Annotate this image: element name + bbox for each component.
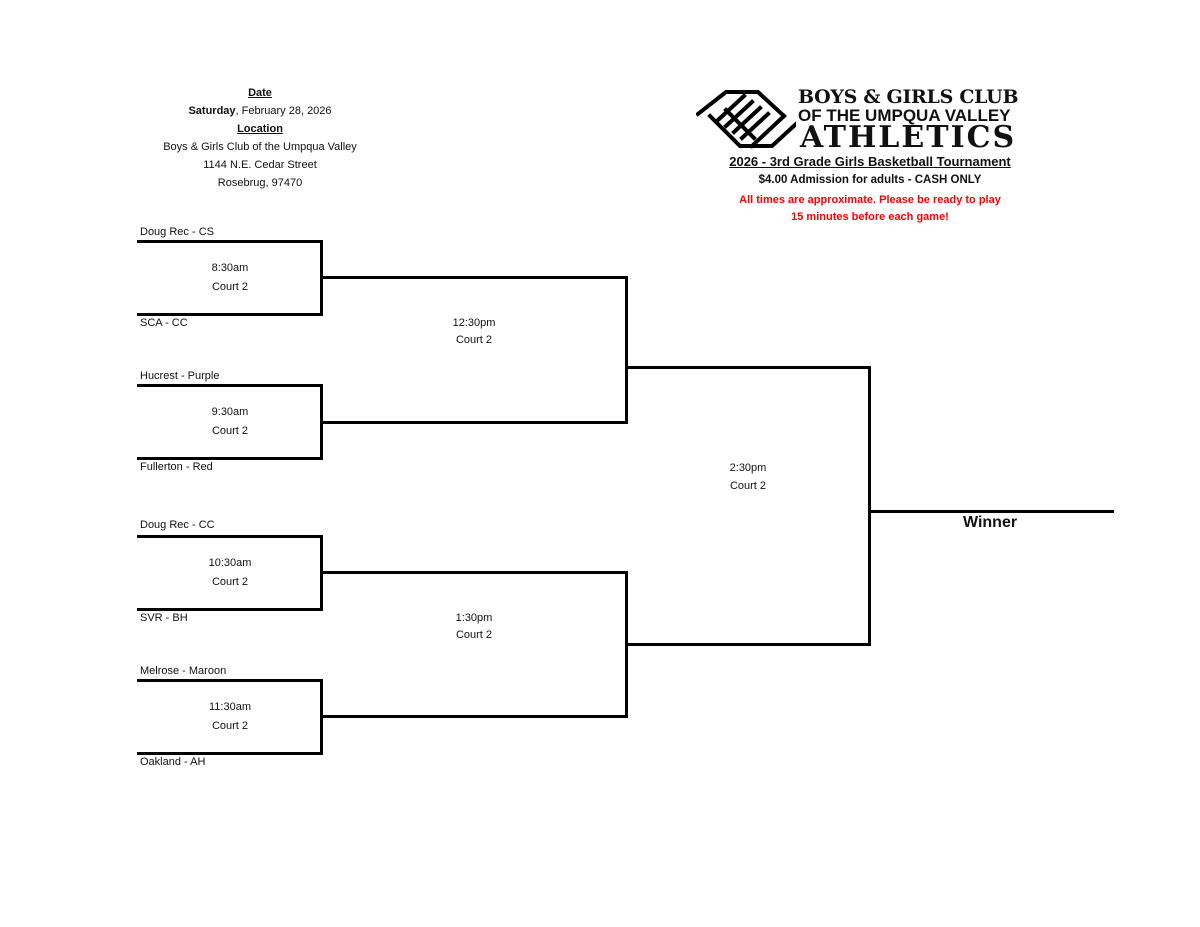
bracket-line bbox=[137, 457, 323, 460]
event-info: Date Saturday, February 28, 2026 Locatio… bbox=[140, 84, 380, 192]
event-day: Saturday bbox=[188, 105, 236, 117]
game-court: Court 2 bbox=[211, 425, 249, 437]
team-name: Fullerton - Red bbox=[140, 461, 213, 473]
team-name: Hucrest - Purple bbox=[140, 370, 220, 382]
venue-name: Boys & Girls Club of the Umpqua Valley bbox=[163, 141, 357, 153]
bracket-line bbox=[137, 608, 323, 611]
event-date-text: , February 28, 2026 bbox=[235, 105, 332, 117]
time-notice: All times are approximate. Please be rea… bbox=[680, 192, 1060, 226]
team-name: Doug Rec - CS bbox=[140, 226, 214, 238]
bracket-line bbox=[625, 276, 628, 424]
bracket-line bbox=[137, 535, 323, 538]
logo-line-2: OF THE UMPQUA VALLEY bbox=[798, 106, 1011, 125]
game-court: Court 2 bbox=[211, 281, 249, 293]
game-time: 1:30pm bbox=[455, 612, 493, 624]
bracket-line bbox=[137, 384, 323, 387]
tournament-title: 2026 - 3rd Grade Girls Basketball Tourna… bbox=[729, 154, 1011, 169]
game-info: 11:30am Court 2 bbox=[170, 698, 290, 736]
location-label: Location bbox=[237, 123, 283, 135]
bracket-line bbox=[868, 366, 871, 646]
team-name: Melrose - Maroon bbox=[140, 665, 227, 677]
logo-line-3: ATHLETICS bbox=[800, 120, 1017, 155]
game-time: 10:30am bbox=[208, 557, 252, 569]
admission-info: $4.00 Admission for adults - CASH ONLY bbox=[758, 174, 982, 186]
team-name: Doug Rec - CC bbox=[140, 519, 215, 531]
venue-street: 1144 N.E. Cedar Street bbox=[203, 159, 317, 171]
game-time: 9:30am bbox=[211, 406, 249, 418]
bracket-line bbox=[320, 421, 628, 424]
game-info: 12:30pm Court 2 bbox=[414, 315, 534, 349]
date-label: Date bbox=[248, 87, 272, 99]
bracket-line bbox=[320, 276, 628, 279]
bracket-line bbox=[137, 752, 323, 755]
winner-label: Winner bbox=[963, 514, 1018, 531]
game-time: 12:30pm bbox=[452, 317, 496, 329]
game-info: 9:30am Court 2 bbox=[170, 403, 290, 441]
game-court: Court 2 bbox=[455, 629, 493, 641]
bracket-line bbox=[137, 679, 323, 682]
game-court: Court 2 bbox=[455, 334, 493, 346]
game-info: 8:30am Court 2 bbox=[170, 259, 290, 297]
bracket-line bbox=[137, 313, 323, 316]
game-info: 1:30pm Court 2 bbox=[414, 610, 534, 644]
game-time: 2:30pm bbox=[729, 462, 767, 474]
event-date: Saturday, February 28, 2026 bbox=[140, 102, 380, 120]
game-court: Court 2 bbox=[211, 576, 249, 588]
team-name: SCA - CC bbox=[140, 317, 188, 329]
game-court: Court 2 bbox=[211, 720, 249, 732]
bracket-line bbox=[137, 240, 323, 243]
game-time: 8:30am bbox=[211, 262, 249, 274]
club-logo: BOYS & GIRLS CLUB OF THE UMPQUA VALLEY A… bbox=[696, 84, 1040, 155]
bracket-line bbox=[320, 571, 628, 574]
game-info: 10:30am Court 2 bbox=[170, 554, 290, 592]
venue-city: Rosebrug, 97470 bbox=[217, 177, 303, 189]
notice-line-1: All times are approximate. Please be rea… bbox=[739, 194, 1001, 206]
team-name: SVR - BH bbox=[140, 612, 188, 624]
game-info: 2:30pm Court 2 bbox=[688, 459, 808, 495]
team-name: Oakland - AH bbox=[140, 756, 206, 768]
game-time: 11:30am bbox=[209, 701, 251, 713]
bracket-line bbox=[320, 715, 628, 718]
logo-line-1: BOYS & GIRLS CLUB bbox=[798, 86, 1019, 108]
handshake-logo-icon bbox=[696, 90, 796, 149]
bracket-line bbox=[625, 366, 871, 369]
notice-line-2: 15 minutes before each game! bbox=[791, 211, 949, 223]
winner-line bbox=[868, 510, 1114, 513]
game-court: Court 2 bbox=[729, 480, 767, 492]
bracket-line bbox=[625, 643, 871, 646]
